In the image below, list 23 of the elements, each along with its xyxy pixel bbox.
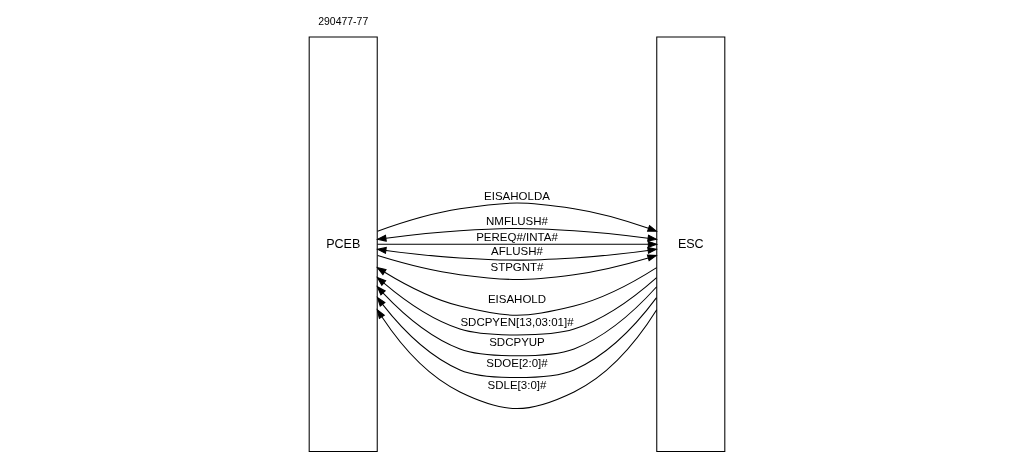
arrow: [376, 266, 658, 316]
node-box: PCEB: [308, 36, 378, 453]
arrow: [377, 202, 658, 232]
arrow: [376, 296, 658, 379]
arrow: [376, 246, 658, 261]
edge-label: SDCPYUP: [489, 335, 545, 348]
arrow: [376, 240, 659, 248]
edge-label: STPGNT#: [490, 261, 544, 274]
arrow: [376, 285, 658, 357]
arrow: [377, 254, 658, 281]
edge-label: PEREQ#/INTA#: [476, 230, 558, 243]
node-box: ESC: [656, 36, 726, 453]
edge-label: EISAHOLD: [487, 292, 547, 305]
edge-label: SDCPYEN[13,03:01]#: [460, 315, 574, 328]
edge-label: NMFLUSH#: [486, 215, 548, 228]
arrow: [376, 308, 658, 410]
edge-label: AFLUSH#: [491, 244, 543, 257]
arrow: [376, 227, 658, 242]
edge-label: SDLE[3:0]#: [487, 378, 547, 391]
arrow: [376, 276, 658, 336]
label: 290477-77: [318, 15, 369, 27]
edge-label: EISAHOLDA: [484, 190, 550, 203]
edge-label: SDOE[2:0]#: [486, 356, 548, 369]
